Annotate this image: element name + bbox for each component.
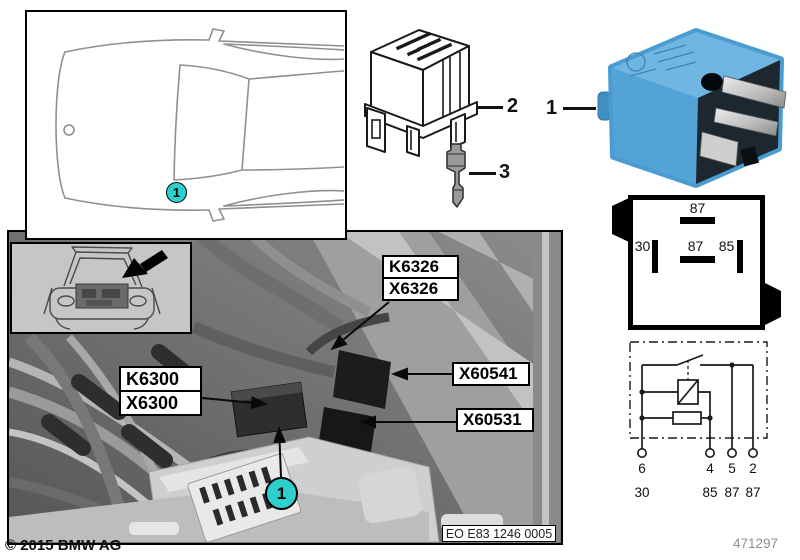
pinout-pin-30: 30 — [634, 238, 651, 254]
schematic-terminal-4: 4 — [706, 461, 714, 476]
copyright-text: © 2015 BMW AG — [5, 537, 122, 554]
car-top-view-drawing — [55, 28, 345, 222]
car-overview-panel: 1 — [25, 10, 347, 240]
photo-code-box: EO E83 1246 0005 — [442, 525, 556, 542]
pinout-pin-87-mid: 87 — [687, 238, 704, 254]
pinout-bar-85 — [737, 240, 743, 273]
item-3-leader-line — [469, 172, 496, 175]
hood-open-inset — [10, 242, 192, 334]
pinout-right-tab — [763, 282, 781, 326]
item-3-label: 3 — [499, 161, 511, 183]
label-x60541: X60541 — [452, 362, 530, 386]
relay-socket-drawing — [364, 29, 478, 157]
label-group-k6326: K6326 X6326 — [382, 255, 459, 301]
relay-photo — [597, 28, 787, 188]
schematic-function-87a: 87 — [724, 485, 739, 500]
photo-location-marker: 1 — [265, 477, 298, 510]
item-1-label: 1 — [546, 97, 558, 119]
arrow-k6300 — [201, 396, 268, 410]
pinout-bar-87-top — [680, 217, 715, 224]
inset-arrow-icon — [122, 250, 168, 278]
arrow-x6326 — [330, 301, 390, 351]
item-2-label: 2 — [507, 95, 519, 117]
hood-open-sketch — [43, 246, 168, 330]
item-1-leader-line — [563, 107, 596, 110]
schematic-function-30: 30 — [634, 485, 649, 500]
car-location-marker: 1 — [166, 182, 187, 203]
label-group-k6300: K6300 X6300 — [119, 366, 202, 416]
item-2-leader-line — [478, 106, 503, 109]
label-x60531: X60531 — [456, 408, 534, 432]
label-x6326: X6326 — [382, 277, 459, 301]
schematic-function-85: 85 — [702, 485, 717, 500]
schematic-terminal-5: 5 — [728, 461, 736, 476]
pinout-left-tab — [612, 198, 629, 242]
label-k6300: K6300 — [119, 366, 202, 392]
relay-schematic: 6 4 5 2 30 85 87 87 — [629, 341, 768, 500]
schematic-border — [629, 341, 768, 439]
label-x6300: X6300 — [119, 390, 202, 416]
pinout-bar-30 — [652, 240, 658, 273]
pinout-bar-87-mid — [680, 256, 715, 263]
schematic-function-87b: 87 — [745, 485, 760, 500]
terminal-pin-drawing — [446, 143, 466, 208]
pinout-pin-85: 85 — [718, 238, 735, 254]
label-k6326: K6326 — [382, 255, 459, 279]
pinout-pin-87-top: 87 — [689, 200, 706, 216]
document-number: 471297 — [733, 536, 779, 551]
relay-pinout-panel: 87 30 87 85 — [628, 195, 765, 330]
photo-marker-number: 1 — [276, 483, 287, 503]
schematic-terminal-2: 2 — [749, 461, 757, 476]
car-marker-number: 1 — [172, 185, 181, 200]
photo-arrows — [201, 301, 456, 478]
engine-bay-photo: K6326 X6326 K6300 X6300 X60541 X60531 1 … — [7, 230, 563, 545]
arrow-marker-1 — [273, 426, 287, 478]
schematic-terminal-6: 6 — [638, 461, 646, 476]
